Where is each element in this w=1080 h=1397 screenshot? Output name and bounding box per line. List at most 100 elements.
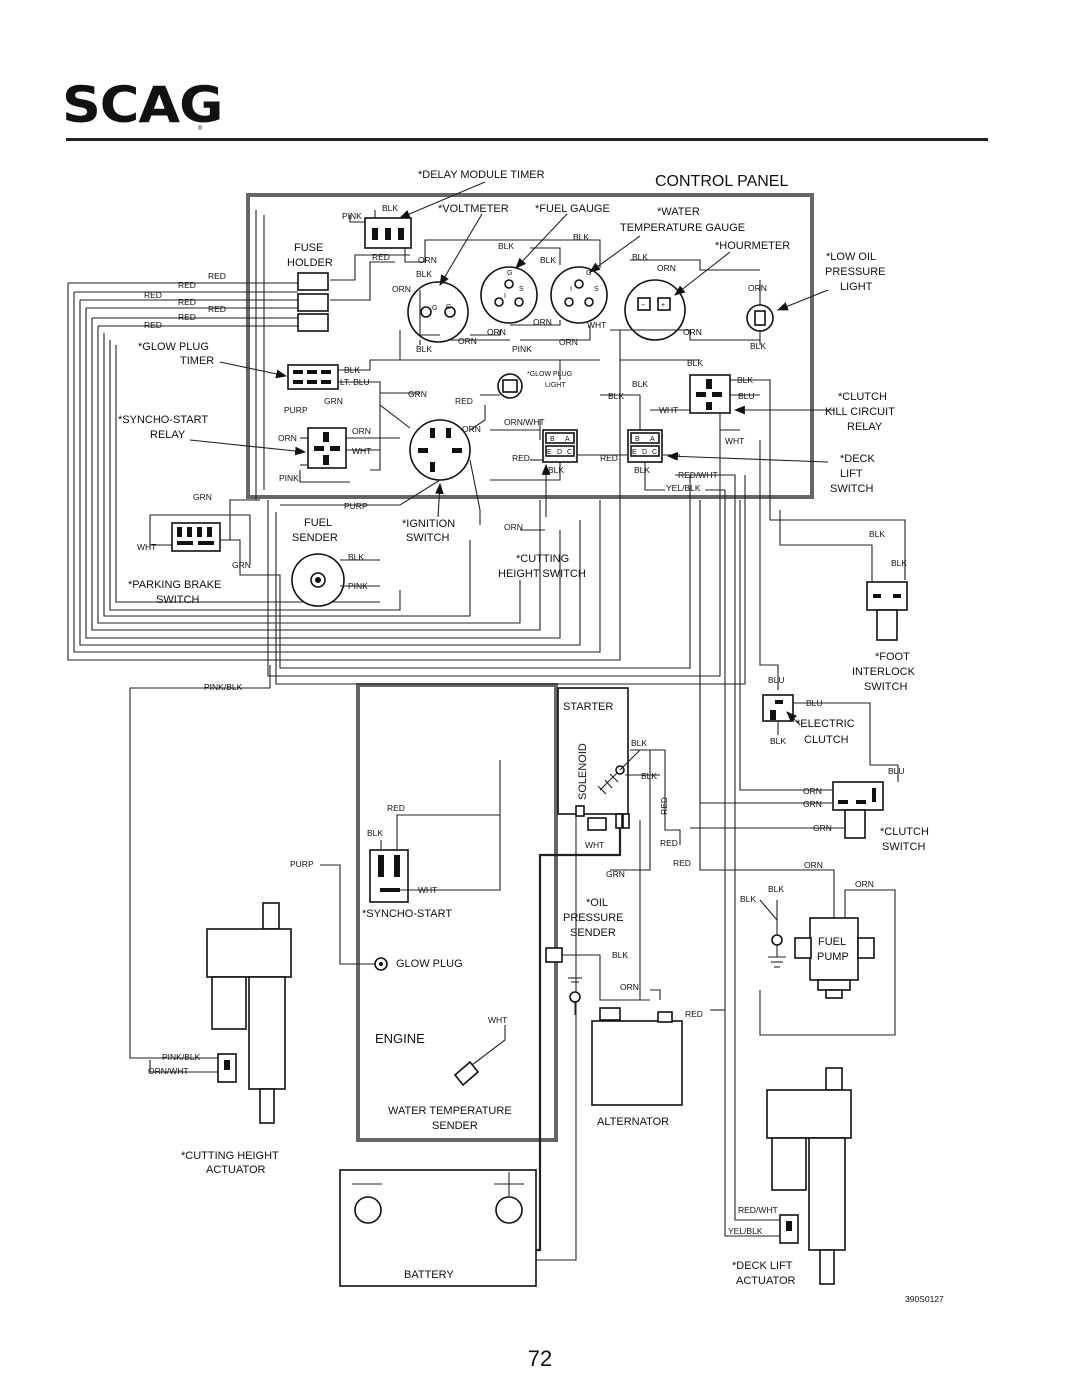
glow-plug-timer-label-1: *GLOW PLUG	[138, 341, 209, 353]
parking-brake-label-2: SWITCH	[156, 594, 199, 606]
cutting-height-switch-label-2: HEIGHT SWITCH	[498, 568, 586, 580]
wire-label-grn-gpt2: GRN	[408, 389, 427, 399]
relay1-pin-c: C	[567, 449, 572, 456]
wire-label-blk-ck1: BLK	[687, 358, 703, 368]
left-harness	[67, 283, 746, 685]
battery	[339, 1169, 537, 1287]
wire-label-wht-ck: WHT	[659, 405, 678, 415]
deck-lift-actuator-label-2: ACTUATOR	[736, 1275, 796, 1287]
relay2-pin-a: A	[650, 436, 655, 443]
wire-label-orn-fp1: ORN	[804, 860, 823, 870]
wire-label-orn-lowoil: ORN	[748, 283, 767, 293]
deck-lift-switch-label-1: *DECK	[840, 453, 876, 465]
clutch-kill-label-3: RELAY	[847, 421, 883, 433]
wire-label-blk-ec: BLK	[770, 736, 786, 746]
wire-label-pink-sr: PINK	[279, 473, 299, 483]
wire-label-orn-g4: ORN	[487, 327, 506, 337]
water-gauge-pin-g: G	[586, 270, 591, 277]
ignition-switch-label-2: SWITCH	[406, 532, 449, 544]
foot-interlock-label-3: SWITCH	[864, 681, 907, 693]
wire-label-red-timer: RED	[372, 252, 390, 262]
oil-pressure-label-1: *OIL	[586, 897, 608, 909]
low-oil-label-2: PRESSURE	[825, 266, 886, 278]
wire-label-red-7: RED	[144, 320, 162, 330]
engine-box	[356, 683, 558, 1142]
wire-label-blk-g6: BLK	[416, 344, 432, 354]
foot-interlock-switch	[779, 510, 908, 641]
starter-solenoid	[557, 687, 681, 1000]
voltmeter-pin-g: G	[432, 305, 437, 312]
hourmeter	[624, 279, 686, 341]
fuse-holder-label-1: FUSE	[294, 242, 323, 254]
ignition-switch	[330, 404, 486, 525]
page-number: 72	[527, 1346, 553, 1371]
relay1-pin-d: D	[557, 449, 562, 456]
glow-plug-timer-label-2: TIMER	[180, 355, 214, 367]
wire-label-pinkblk-2: PINK/BLK	[162, 1052, 201, 1062]
low-oil-label-3: LIGHT	[840, 281, 873, 293]
wire-label-blk-fp1: BLK	[768, 884, 784, 894]
wire-label-pinkblk-1: PINK/BLK	[204, 682, 243, 692]
wire-label-wht-eng: WHT	[418, 885, 437, 895]
wire-label-blk-lowoil: BLK	[750, 341, 766, 351]
wire-label-red-5: RED	[208, 304, 226, 314]
misc-wires	[280, 330, 561, 531]
low-oil-light	[746, 280, 774, 345]
gauge-wires	[419, 239, 760, 345]
hourmeter-label: *HOURMETER	[715, 240, 790, 252]
water-temp-sender	[453, 1025, 506, 1087]
wire-label-orn-g6: ORN	[559, 337, 578, 347]
wire-label-red-1: RED	[208, 271, 226, 281]
deck-lift-switch-label-3: SWITCH	[830, 483, 873, 495]
water-gauge-label-2: TEMPERATURE GAUGE	[620, 222, 745, 234]
wire-label-pink-fs: PINK	[348, 581, 368, 591]
relay2-pin-c: C	[652, 449, 657, 456]
glow-plug-light-label-2: LIGHT	[545, 382, 566, 389]
water-gauge-pin-i: I	[570, 286, 572, 293]
wire-label-blu-ec2: BLU	[806, 698, 823, 708]
wire-label-blk-eng: BLK	[367, 828, 383, 838]
fuel-sender-label-1: FUEL	[304, 517, 332, 529]
wire-label-wht-g1: WHT	[587, 320, 606, 330]
wire-label-ornwht-cha: ORN/WHT	[148, 1066, 189, 1076]
parking-brake-switch	[149, 522, 241, 560]
engine-title: ENGINE	[375, 1031, 425, 1046]
wire-label-orn-sr2: ORN	[352, 426, 371, 436]
fuel-gauge-pin-i: I	[504, 293, 506, 300]
wire-label-orn-g2: ORN	[657, 263, 676, 273]
control-panel-title: CONTROL PANEL	[655, 173, 788, 190]
wire-label-grn-gpt: GRN	[324, 396, 343, 406]
wire-label-wht-wts: WHT	[488, 1015, 507, 1025]
wire-label-blu-cs: BLU	[888, 766, 905, 776]
wire-label-orn-fp2: ORN	[855, 879, 874, 889]
water-gauge-label-1: *WATER	[657, 206, 700, 218]
relay1-pin-b: B	[550, 436, 555, 443]
foot-interlock-label-1: *FOOT	[875, 651, 910, 663]
fuel-gauge	[480, 266, 538, 324]
oil-pressure-sender	[545, 947, 650, 1001]
parking-brake-label-1: *PARKING BRAKE	[128, 579, 221, 591]
cutting-height-actuator-label-1: *CUTTING HEIGHT	[181, 1150, 279, 1162]
voltmeter-gauge	[407, 281, 469, 343]
registered-mark: ®	[198, 126, 203, 132]
deck-relay-left	[542, 429, 578, 463]
water-temp-sender-label-1: WATER TEMPERATURE	[388, 1105, 512, 1117]
hourmeter-minus: −	[641, 302, 645, 309]
wire-label-ornwht-ign: ORN/WHT	[504, 417, 545, 427]
voltmeter-label: *VOLTMETER	[438, 203, 509, 215]
glow-plug-light	[497, 373, 523, 399]
solenoid-label: SOLENOID	[577, 743, 589, 800]
syncho-start-solenoid	[369, 760, 501, 903]
deck-relay-right	[627, 429, 663, 463]
wire-label-blk-r2: BLK	[634, 465, 650, 475]
deck-lift-actuator	[724, 690, 852, 1285]
wire-label-purp-ign: PURP	[344, 501, 368, 511]
wire-label-grn-ign: GRN	[193, 492, 212, 502]
cutting-height-actuator	[129, 665, 292, 1124]
electric-clutch	[759, 440, 899, 780]
wire-label-red-2: RED	[178, 280, 196, 290]
fuel-pump-ground	[759, 899, 786, 968]
wire-label-red-eng: RED	[387, 803, 405, 813]
wire-label-orn-cs: ORN	[803, 786, 822, 796]
wire-label-ltblu-gpt: LT. BLU	[340, 377, 370, 387]
